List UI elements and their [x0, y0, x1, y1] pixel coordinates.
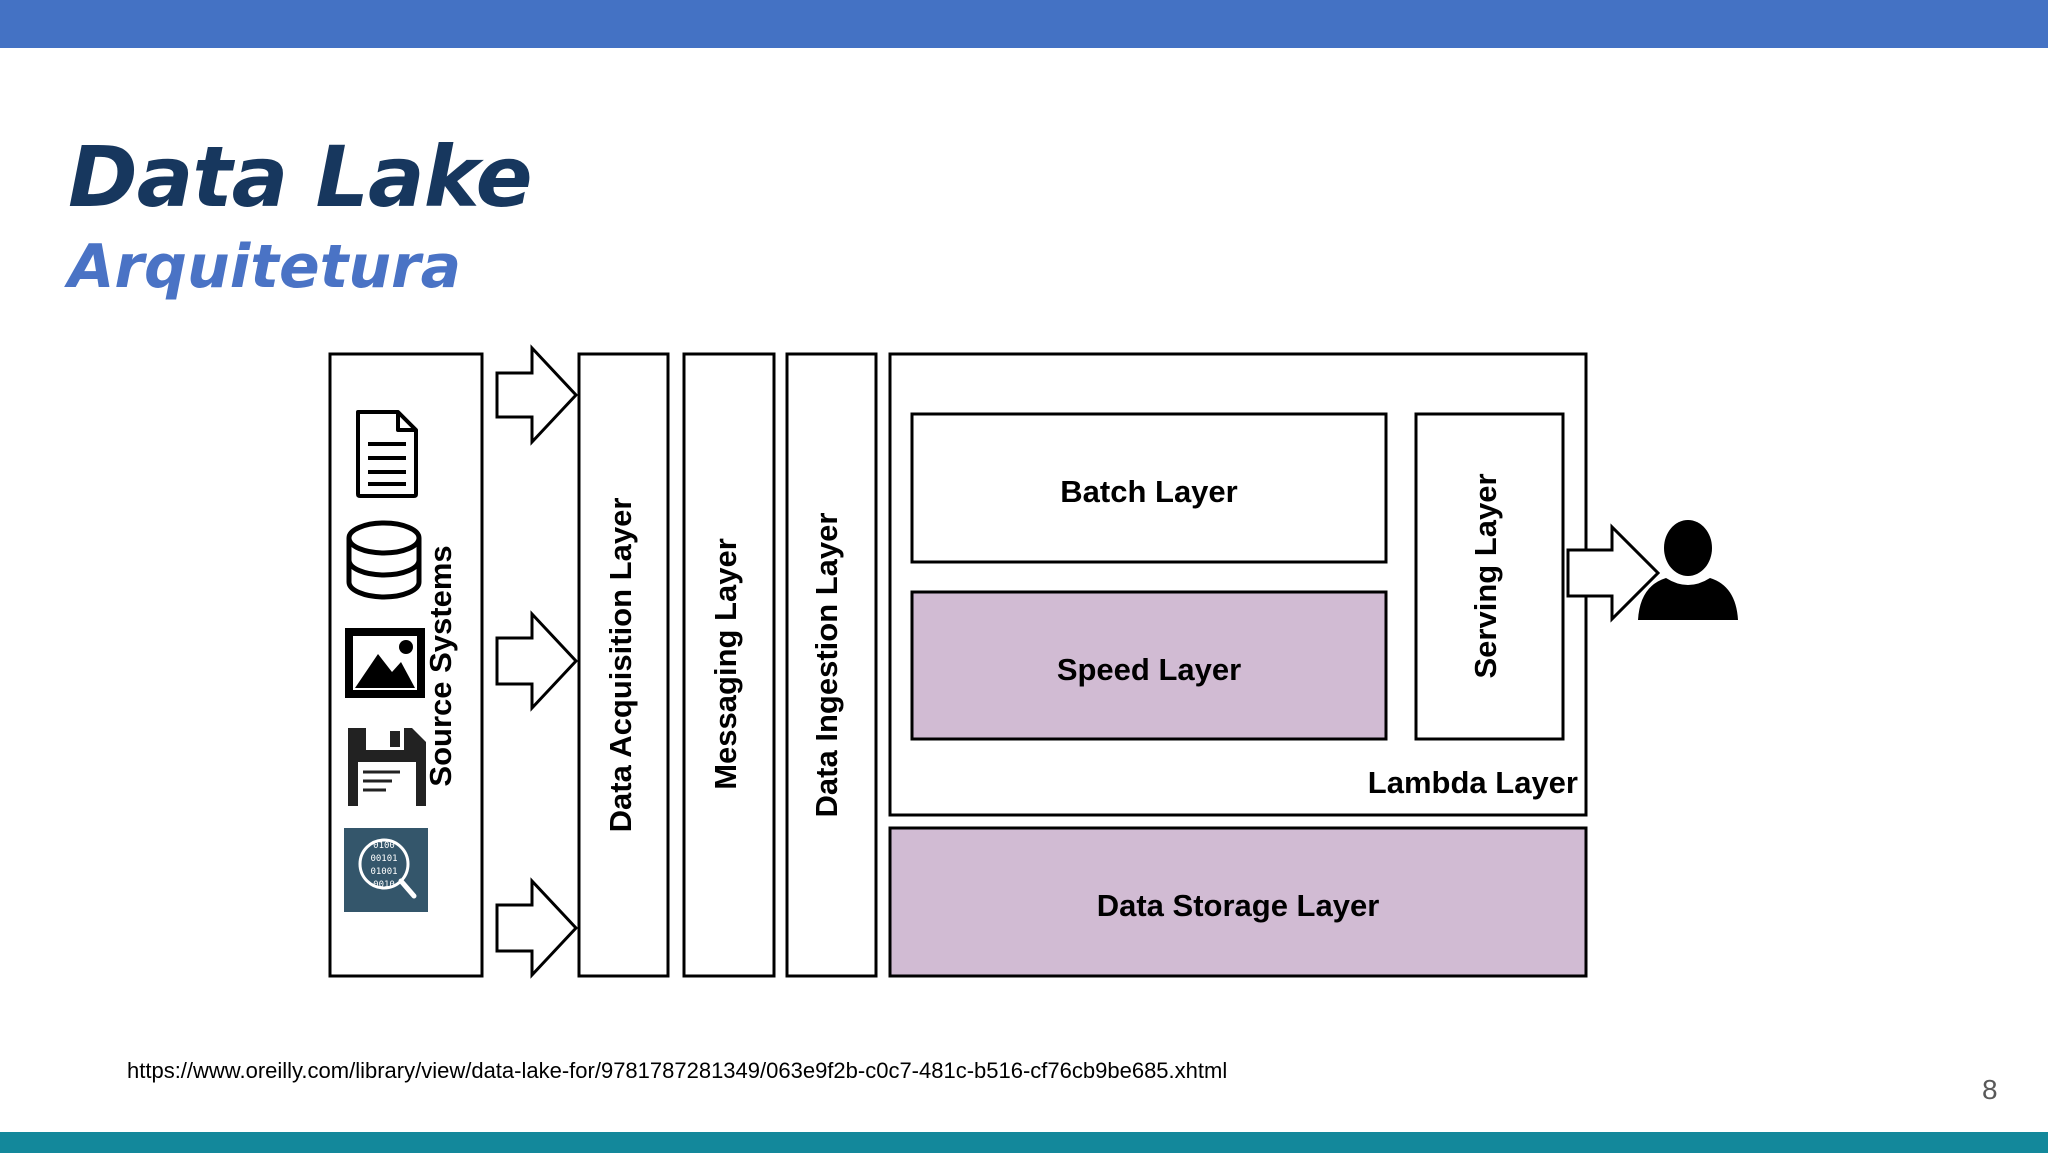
top-accent-bar [0, 0, 2048, 48]
flow-arrow [1566, 523, 1661, 623]
messaging-layer: Messaging Layer [682, 352, 776, 978]
messaging-label: Messaging Layer [708, 538, 743, 790]
serving-layer: Serving Layer [1414, 412, 1565, 741]
speed-label: Speed Layer [1057, 652, 1241, 687]
slide-title: Data Lake [68, 128, 533, 226]
database-icon [346, 520, 422, 600]
batch-label: Batch Layer [1060, 474, 1237, 509]
data-ingestion-layer: Data Ingestion Layer [785, 352, 878, 978]
flow-arrow [495, 344, 579, 446]
slide-subtitle: Arquitetura [68, 232, 462, 302]
binary-text: 01001 [370, 867, 397, 877]
data-ingestion-label: Data Ingestion Layer [809, 513, 844, 818]
page-number: 8 [1982, 1074, 1998, 1105]
source-link[interactable]: https://www.oreilly.com/library/view/dat… [127, 1058, 1228, 1083]
bottom-accent-bar [0, 1132, 2048, 1153]
binary-text: 0010 [373, 880, 395, 890]
batch-layer: Batch Layer [910, 412, 1388, 564]
source-systems-label: Source Systems [423, 545, 458, 786]
serving-label: Serving Layer [1468, 473, 1503, 678]
binary-text: 00101 [370, 854, 397, 864]
floppy-disk-icon [348, 728, 426, 806]
lambda-label: Lambda Layer [1368, 765, 1578, 800]
binary-text: 0100 [373, 841, 395, 851]
speed-layer: Speed Layer [910, 590, 1388, 741]
data-storage-layer: Data Storage Layer [888, 826, 1588, 978]
data-acquisition-label: Data Acquisition Layer [603, 498, 638, 833]
flow-arrow [495, 877, 579, 979]
user-icon [1638, 520, 1738, 620]
binary-search-icon: 0100 00101 01001 0010 [344, 828, 428, 912]
data-acquisition-layer: Data Acquisition Layer [577, 352, 670, 978]
document-icon [356, 410, 418, 498]
image-icon [345, 628, 425, 698]
flow-arrow [495, 610, 579, 712]
data-storage-label: Data Storage Layer [1097, 888, 1380, 923]
